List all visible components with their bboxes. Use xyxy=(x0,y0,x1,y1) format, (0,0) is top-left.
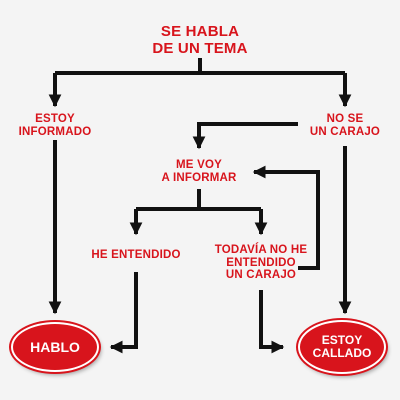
arrow-understood-to-speak xyxy=(109,272,138,354)
node-inform: ME VOY A INFORMAR xyxy=(161,159,237,184)
arrow-loop-back-to-inform xyxy=(252,165,320,270)
node-silent: ESTOY CALLADO xyxy=(298,320,386,374)
node-topic: SE HABLA DE UN TEMA xyxy=(152,23,248,57)
node-understood: HE ENTENDIDO xyxy=(91,249,181,261)
node-not-understood: TODAVÍA NO HE ENTENDIDO UN CARAJO xyxy=(214,244,308,282)
node-speak: HABLO xyxy=(11,322,99,372)
arrow-not-understood-to-silent xyxy=(259,290,285,354)
node-not-know: NO SE UN CARAJO xyxy=(309,113,381,138)
arrow-not-know-to-inform xyxy=(192,122,298,150)
node-informed: ESTOY INFORMADO xyxy=(18,113,92,138)
